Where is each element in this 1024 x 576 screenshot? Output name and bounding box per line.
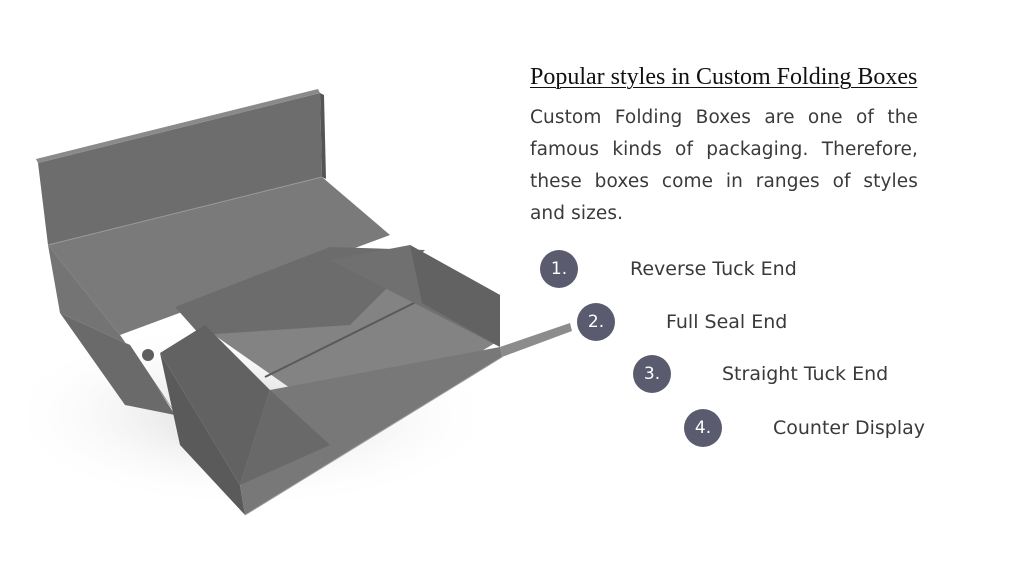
number-badge: 3.	[633, 355, 671, 393]
slide-description: Custom Folding Boxes are one of the famo…	[530, 107, 918, 224]
style-label: Full Seal End	[666, 311, 788, 333]
number-badge: 2.	[577, 303, 615, 341]
number-badge: 1.	[540, 250, 578, 288]
slide-title: Popular styles in Custom Folding Boxes	[530, 64, 918, 90]
number-badge: 4.	[684, 409, 722, 447]
style-label: Reverse Tuck End	[630, 258, 797, 280]
style-label: Straight Tuck End	[722, 363, 889, 385]
style-label: Counter Display	[773, 417, 925, 439]
folding-box-image	[30, 89, 572, 516]
